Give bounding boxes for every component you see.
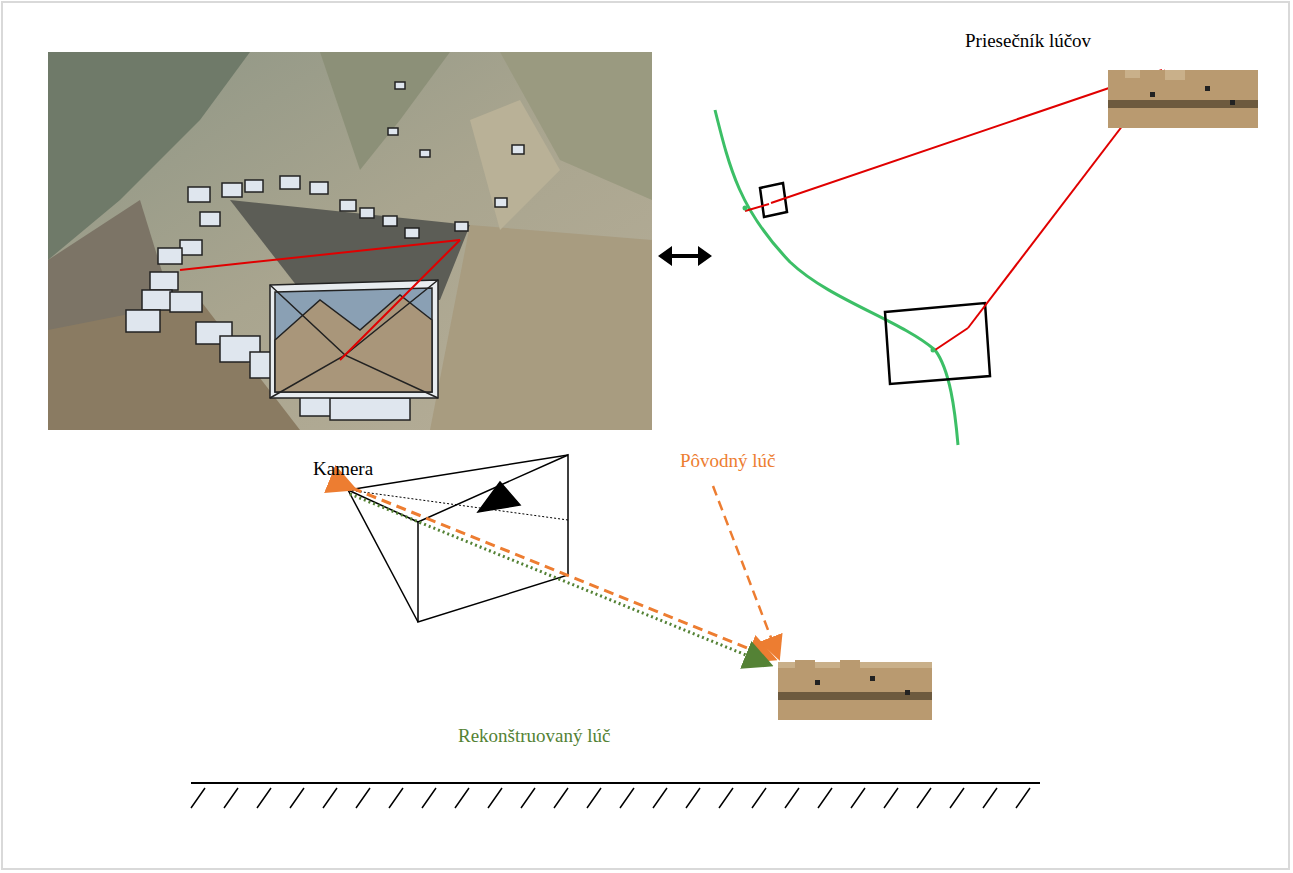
camera-frame <box>885 303 990 384</box>
original-ray <box>352 488 772 658</box>
double-arrow <box>658 246 712 266</box>
ray <box>745 70 1165 350</box>
camera-label: Kamera <box>313 458 373 481</box>
intersection-label: Priesečník lúčov <box>965 30 1091 53</box>
photo <box>48 52 652 430</box>
reconstructed-ray <box>350 494 768 664</box>
camera-frustums <box>126 82 524 420</box>
camera-path <box>715 110 958 445</box>
ground <box>191 783 1040 808</box>
original-ray-label: Pôvodný lúč <box>680 450 776 473</box>
reconstructed-ray-label: Rekonštruovaný lúč <box>458 725 611 748</box>
camera-frame <box>760 183 787 217</box>
wall-image <box>778 70 1258 720</box>
pointer <box>713 486 778 656</box>
